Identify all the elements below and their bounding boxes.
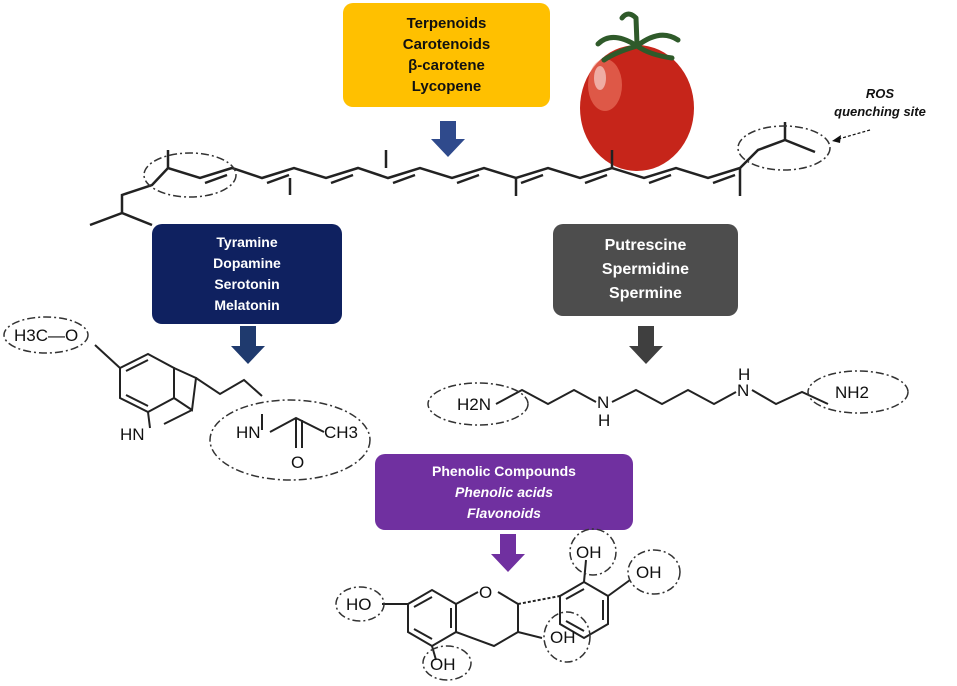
hydroxyl-label: OH	[430, 655, 456, 674]
polyamine-line: Putrescine	[604, 237, 687, 254]
right-amine-label: NH2	[835, 383, 869, 402]
ros-site-ellipse	[143, 152, 237, 198]
ros-annotation-line: quenching site	[834, 104, 926, 119]
down-arrow-icon	[491, 534, 525, 572]
melatonin-structure	[94, 344, 325, 448]
amine-line: Tyramine	[216, 234, 278, 250]
left-amine-label: H2N	[457, 395, 491, 414]
hydroxyl-ellipse	[422, 645, 472, 681]
methoxy-ellipse	[3, 316, 89, 354]
nh-label: N	[737, 381, 749, 400]
polyamine-line: Spermine	[609, 285, 682, 302]
amine-ellipse	[427, 382, 529, 426]
amide-nh-label: HN	[236, 423, 261, 442]
amine-line: Serotonin	[214, 276, 280, 292]
phenolic-line: Phenolic acids	[454, 483, 554, 500]
down-arrow-icon	[231, 326, 265, 364]
h-label: H	[738, 365, 750, 384]
terpenoid-line: Terpenoids	[406, 15, 487, 32]
annotation-arrow	[834, 129, 871, 141]
polyamine-box: Putrescine Spermidine Spermine	[553, 224, 738, 316]
ros-annotation-line: ROS	[866, 86, 895, 101]
lycopene-structure	[89, 122, 816, 227]
down-arrow-icon	[431, 121, 465, 157]
carbonyl-o-label: O	[291, 453, 304, 472]
flavonoid-structure	[382, 559, 631, 661]
ring-oxygen-label: O	[479, 583, 492, 602]
down-arrow-icon	[629, 326, 663, 364]
amide-ellipse	[209, 399, 371, 481]
amine-line: Dopamine	[213, 255, 281, 271]
nh-label: N	[597, 393, 609, 412]
terpenoid-line: Lycopene	[411, 78, 482, 95]
hydroxyl-ellipse	[569, 528, 617, 576]
hydroxyl-ellipse	[335, 586, 385, 622]
phenolic-box: Phenolic Compounds Phenolic acids Flavon…	[375, 454, 633, 530]
hydroxyl-ellipse	[543, 611, 591, 663]
amine-box: Tyramine Dopamine Serotonin Melatonin	[152, 224, 342, 324]
terpenoid-line: Carotenoids	[402, 36, 491, 53]
terpenoid-line: β-carotene	[408, 57, 485, 74]
arrowhead-icon	[832, 135, 841, 143]
phenolic-title: Phenolic Compounds	[432, 462, 576, 479]
indole-nh-label: HN	[120, 425, 145, 444]
phenolic-line: Flavonoids	[467, 504, 541, 521]
hydroxyl-label: OH	[550, 628, 576, 647]
hydroxyl-label: OH	[576, 543, 602, 562]
polyamine-line: Spermidine	[601, 261, 690, 278]
hydroxyl-label: HO	[346, 595, 372, 614]
terpenoid-box: Terpenoids Carotenoids β-carotene Lycope…	[343, 3, 550, 107]
hydroxyl-label: OH	[636, 563, 662, 582]
tomato-image	[580, 11, 694, 171]
amine-line: Melatonin	[214, 297, 280, 313]
methyl-label: CH3	[324, 423, 358, 442]
amine-ellipse	[807, 370, 909, 414]
methoxy-label: H3C—O	[14, 326, 78, 345]
spermine-structure	[495, 388, 829, 406]
h-label: H	[598, 411, 610, 430]
hydroxyl-ellipse	[627, 549, 681, 595]
ros-site-ellipse	[737, 125, 831, 171]
